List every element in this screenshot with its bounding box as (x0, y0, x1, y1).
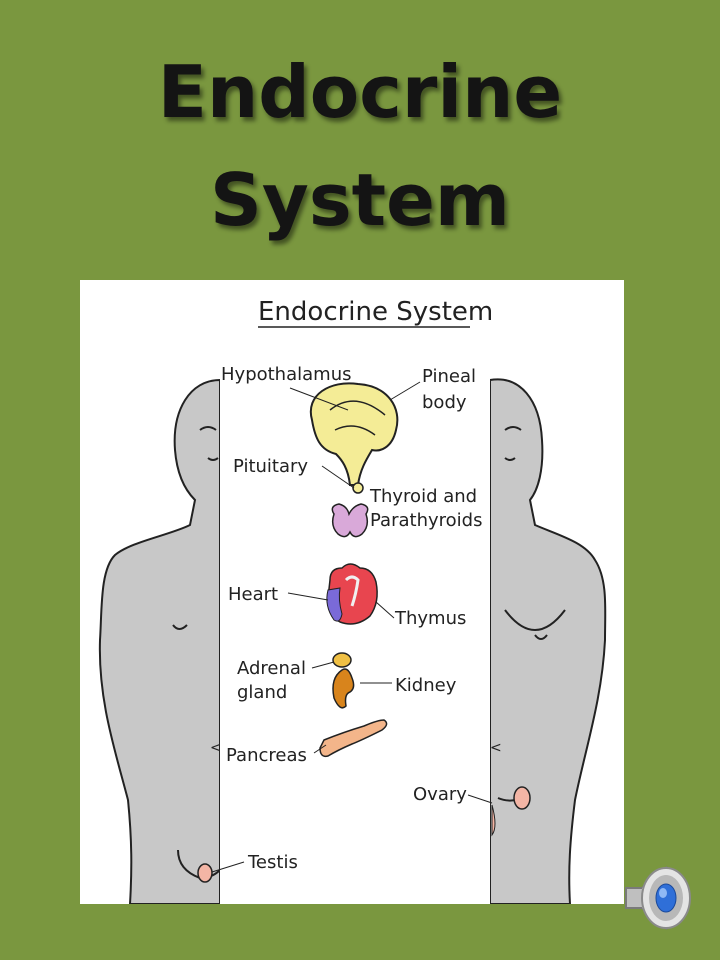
brain-icon (309, 382, 399, 494)
label-thyroid: Thyroid and (369, 486, 477, 507)
male-body-outline: < (98, 378, 222, 904)
diagram-canvas: < < Endocrine System (98, 280, 607, 904)
label-hypothalamus: Hypothalamus (221, 364, 351, 385)
label-pineal-body: body (422, 392, 467, 413)
heart-icon (326, 563, 378, 625)
label-heart: Heart (228, 584, 278, 605)
label-pancreas: Pancreas (226, 745, 307, 766)
svg-text:<: < (490, 740, 502, 756)
diagram-heading: Endocrine System (258, 297, 493, 327)
label-parathyroids: Parathyroids (370, 510, 482, 531)
thyroid-icon (331, 503, 369, 538)
label-thymus: Thymus (394, 608, 466, 629)
svg-text:<: < (210, 740, 222, 756)
female-body-outline: < (489, 378, 607, 904)
label-ovary: Ovary (413, 784, 467, 805)
label-testis: Testis (247, 852, 298, 873)
slide-title-line1: Endocrine (157, 50, 563, 134)
label-pituitary: Pituitary (233, 456, 308, 477)
adrenal-icon (332, 652, 352, 668)
label-adrenal: Adrenal (237, 658, 306, 679)
endocrine-diagram: < < Endocrine System (80, 280, 624, 904)
kidney-icon (332, 668, 355, 709)
speaker-icon[interactable] (622, 858, 702, 938)
label-kidney: Kidney (395, 675, 457, 696)
slide-title-line2: System (210, 158, 510, 242)
pancreas-icon (319, 719, 388, 758)
label-adrenal-gland: gland (237, 682, 287, 703)
label-pineal: Pineal (422, 366, 476, 387)
